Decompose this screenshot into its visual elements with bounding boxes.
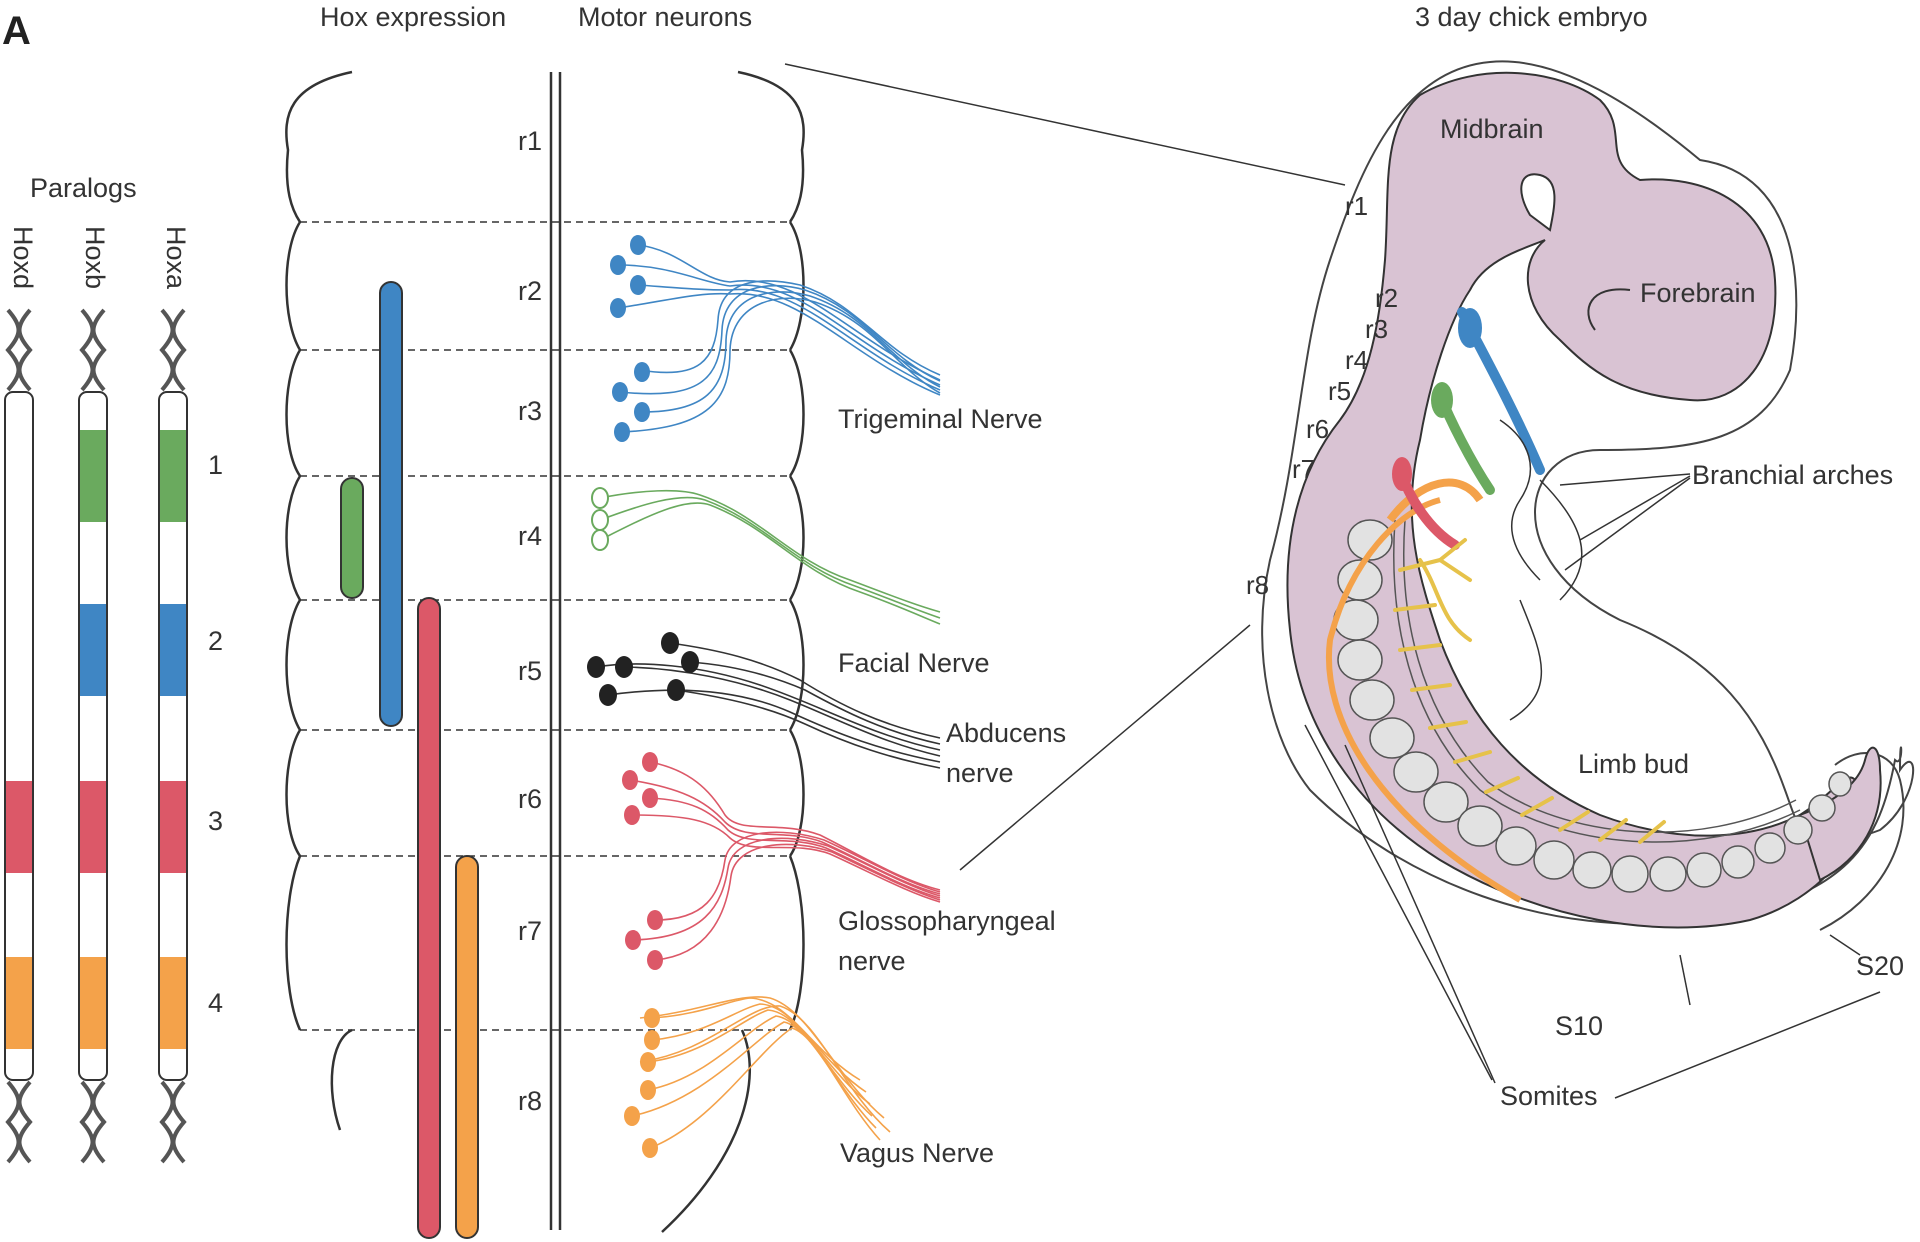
embryo-r6: r6 bbox=[1306, 414, 1329, 444]
rhombomere-r4: r4 bbox=[518, 521, 542, 551]
hox-expression-bar-group3 bbox=[418, 598, 440, 1238]
zoom-line-top bbox=[785, 64, 1345, 185]
label-abducens-line2: nerve bbox=[946, 758, 1014, 788]
header-motor-neurons: Motor neurons bbox=[578, 2, 752, 32]
header-embryo-title: 3 day chick embryo bbox=[1415, 2, 1648, 32]
paralog-group-2: 2 bbox=[208, 626, 223, 656]
rhombomere-boundaries bbox=[300, 222, 790, 1030]
label-midbrain: Midbrain bbox=[1440, 114, 1544, 144]
hox-expression-bar-group2 bbox=[380, 282, 402, 726]
label-forebrain: Forebrain bbox=[1640, 278, 1756, 308]
hindbrain-outline bbox=[286, 72, 803, 1232]
hox-expression-bar-group1 bbox=[341, 478, 363, 598]
cluster-label-hoxd: Hoxd bbox=[8, 226, 38, 289]
paralog-group-3: 3 bbox=[208, 806, 223, 836]
cluster-label-hoxb: Hoxb bbox=[80, 226, 110, 289]
embryo-r8: r8 bbox=[1246, 570, 1269, 600]
glossopharyngeal-motor-neurons bbox=[622, 752, 940, 970]
panel-label: A bbox=[2, 9, 31, 53]
embryo-r1: r1 bbox=[1345, 191, 1368, 221]
chromosome-hoxd bbox=[5, 310, 33, 1162]
rhombomere-r8: r8 bbox=[518, 1086, 542, 1116]
rhombomere-r5: r5 bbox=[518, 656, 542, 686]
facial-motor-neurons bbox=[592, 488, 940, 624]
label-facial-nerve: Facial Nerve bbox=[838, 648, 990, 678]
label-abducens-line1: Abducens bbox=[946, 718, 1066, 748]
paralog-group-4: 4 bbox=[208, 988, 223, 1018]
embryo-r5: r5 bbox=[1328, 376, 1351, 406]
embryo-r4: r4 bbox=[1345, 345, 1368, 375]
rhombomere-r7: r7 bbox=[518, 916, 542, 946]
chromosome-hoxb bbox=[79, 310, 107, 1162]
s10-pointer bbox=[1680, 955, 1690, 1005]
header-hox-expression: Hox expression bbox=[320, 2, 506, 32]
embryo-r2: r2 bbox=[1375, 283, 1398, 313]
label-glossopharyngeal-line2: nerve bbox=[838, 946, 906, 976]
rhombomere-r3: r3 bbox=[518, 396, 542, 426]
label-limb-bud: Limb bud bbox=[1578, 749, 1689, 779]
label-branchial-arches: Branchial arches bbox=[1692, 460, 1893, 490]
cluster-label-hoxa: Hoxa bbox=[161, 226, 191, 290]
embryo-r7: r7 bbox=[1292, 454, 1315, 484]
embryo-r3: r3 bbox=[1365, 314, 1388, 344]
label-s20: S20 bbox=[1856, 951, 1904, 981]
rhombomere-r2: r2 bbox=[518, 276, 542, 306]
branchial-arches-pointer-lines bbox=[1560, 474, 1690, 570]
rhombomere-r6: r6 bbox=[518, 784, 542, 814]
chromosome-hoxa bbox=[159, 310, 187, 1162]
label-trigeminal-nerve: Trigeminal Nerve bbox=[838, 404, 1043, 434]
label-somites: Somites bbox=[1500, 1081, 1598, 1111]
label-vagus-nerve: Vagus Nerve bbox=[840, 1138, 994, 1168]
paralogs-title: Paralogs bbox=[30, 173, 137, 203]
s20-pointer bbox=[1830, 935, 1860, 955]
rhombomere-r1: r1 bbox=[518, 126, 542, 156]
vagus-motor-neurons bbox=[624, 997, 890, 1158]
hox-expression-bar-group4 bbox=[456, 856, 478, 1238]
paralog-group-1: 1 bbox=[208, 450, 223, 480]
label-glossopharyngeal-line1: Glossopharyngeal bbox=[838, 906, 1056, 936]
label-s10: S10 bbox=[1555, 1011, 1603, 1041]
